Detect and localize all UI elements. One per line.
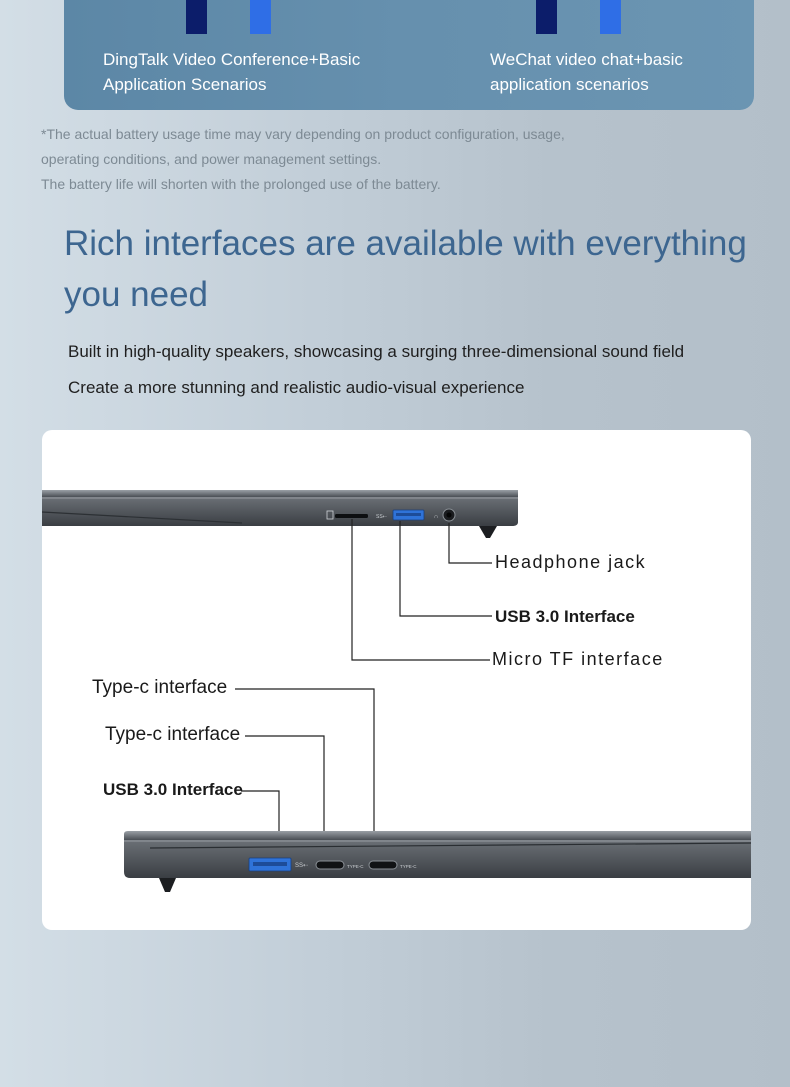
battery-note-line: The battery life will shorten with the p… [41,176,441,192]
laptop-right-side: SS⇠ ∩ [42,490,518,538]
leader-typec-1 [235,688,375,831]
label-headphone-jack: Headphone jack [495,552,647,572]
label-micro-tf: Micro TF interface [492,649,664,669]
ss-mark: SS⇠ [376,514,387,520]
subtext-audio-visual: Create a more stunning and realistic aud… [68,378,525,397]
leader-typec-2 [245,735,325,831]
label-typec-1: Type-c interface [92,677,228,698]
usb-port-left-inner [253,862,287,866]
body-edge-lower [149,842,751,849]
chart-bar-dark-2 [536,0,557,34]
chart-bar-dark-1 [186,0,207,34]
leader-lines-lower [235,688,375,831]
scenario-line: Application Scenarios [103,75,267,94]
scenario-wechat: WeChat video chat+basic application scen… [490,47,683,97]
headphone-icon: ∩ [434,514,438,520]
battery-note-line: operating conditions, and power manageme… [41,151,382,167]
laptop-foot-lower [159,878,176,892]
typec-port-1 [315,860,345,870]
scenario-line: WeChat video chat+basic [490,50,683,69]
subtext-speakers: Built in high-quality speakers, showcasi… [68,342,685,361]
label-usb-left: USB 3.0 Interface [103,780,243,799]
leader-usb-right [399,521,492,617]
typec-mark-1: TYPE-C [347,864,364,869]
scenario-line: DingTalk Video Conference+Basic [103,50,361,69]
scenario-line: application scenarios [490,75,649,94]
sd-card-icon [326,510,334,520]
leader-usb-left [241,790,280,831]
ss-mark-lower: SS⇠ [295,863,308,869]
chart-bar-blue-2 [600,0,621,34]
laptop-lid-lower [124,831,751,840]
laptop-foot [479,526,497,538]
scenario-card: DingTalk Video Conference+Basic Applicat… [64,0,754,110]
label-typec-2: Type-c interface [105,724,241,745]
leader-lines-upper [351,519,492,661]
laptop-lid [42,490,518,497]
laptop-ports-drawing: SS⇠ ∩ SS⇠ TYPE-C TYPE-C [42,490,751,892]
laptop-left-side: SS⇠ TYPE-C TYPE-C [124,831,751,892]
scenario-dingtalk: DingTalk Video Conference+Basic Applicat… [103,47,360,97]
battery-note-line: *The actual battery usage time may vary … [41,126,565,142]
leader-headphone [448,523,492,564]
leader-micro-tf [351,519,490,661]
typec-port-2 [368,860,398,870]
usb-port-inner [396,513,421,516]
chart-bar-blue-1 [250,0,271,34]
battery-note: *The actual battery usage time may vary … [41,122,565,197]
headphone-jack-hole [446,512,452,518]
label-usb-right: USB 3.0 Interface [495,607,635,626]
micro-tf-slot [335,514,368,518]
section-headline: Rich interfaces are available with every… [64,224,747,314]
typec-mark-2: TYPE-C [400,864,417,869]
ports-illustration: SS⇠ ∩ SS⇠ TYPE-C TYPE-C [42,430,751,930]
body-edge-line [42,511,243,524]
